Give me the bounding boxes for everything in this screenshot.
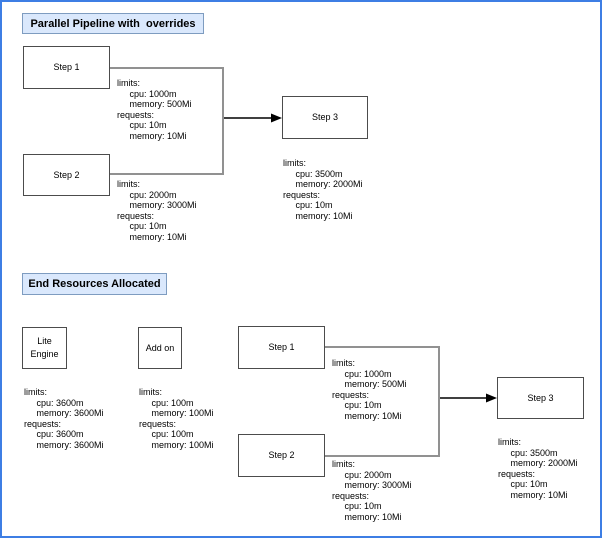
lite-engine-node: Lite Engine: [22, 327, 67, 369]
end-step2-node: Step 2: [238, 434, 325, 477]
add-on-node: Add on: [138, 327, 182, 369]
end-step3-node: Step 3: [497, 377, 584, 419]
pipeline-step3-node: Step 3: [282, 96, 368, 139]
pipeline-merge-connector: [110, 67, 224, 175]
pipeline-step1-node: Step 1: [23, 46, 110, 89]
end-merge-connector: [325, 346, 440, 457]
pipeline-flow-arrow: [224, 113, 282, 123]
pipeline-section-title: Parallel Pipeline with overrides: [22, 13, 204, 34]
end-resources-section-title: End Resources Allocated: [22, 273, 167, 295]
end-step1-node: Step 1: [238, 326, 325, 369]
pipeline-step2-node: Step 2: [23, 154, 110, 196]
end-flow-arrow: [440, 393, 497, 403]
